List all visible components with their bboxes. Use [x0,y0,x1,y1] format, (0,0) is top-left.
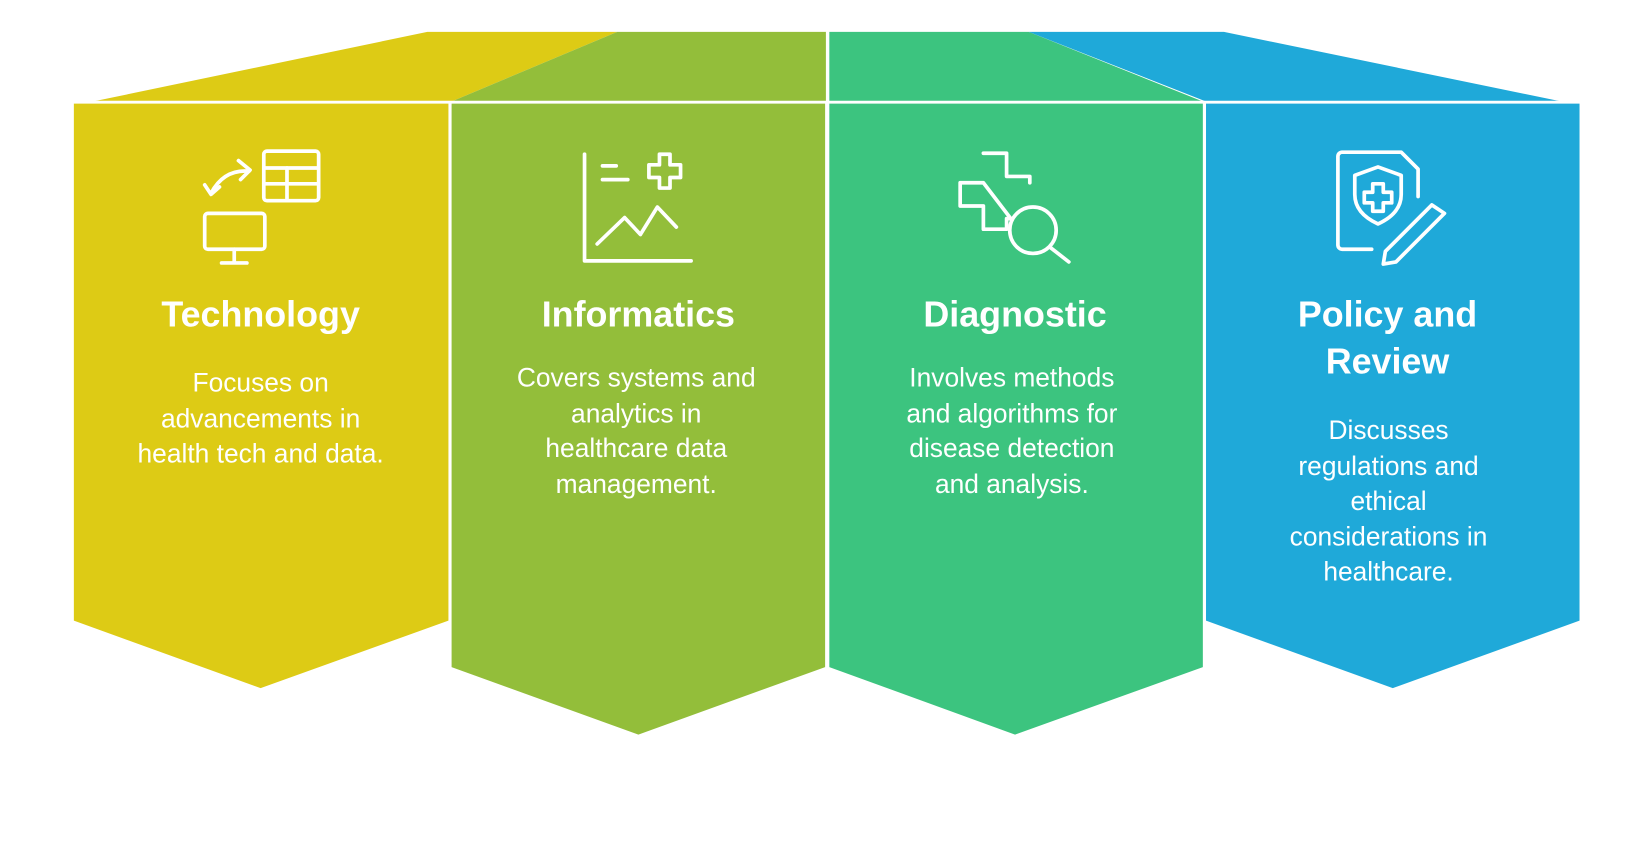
roof-informatics [451,31,827,102]
column-title: Policy and [1298,294,1477,334]
column-informatics [451,103,826,735]
column-policy [1206,103,1580,689]
column-description: and analysis. [935,469,1089,499]
column-technology [73,103,449,689]
column-description: Covers systems and [517,362,756,392]
column-diagnostic [829,103,1203,735]
column-description: advancements in [161,404,360,434]
column-description: Involves methods [909,362,1114,392]
column-description: considerations in [1290,522,1488,552]
medical-search-icon [958,151,1071,264]
column-title: Review [1326,342,1450,382]
roof-technology [92,31,618,102]
computer-data-sync-icon [202,149,321,265]
column-description: healthcare. [1323,557,1453,587]
column-description: ethical [1350,486,1426,516]
column-title: Technology [161,294,360,334]
column-description: disease detection [909,433,1114,463]
column-description: Focuses on [192,368,328,398]
column-description: healthcare data [545,433,727,463]
column-description: Discusses [1328,415,1448,445]
roof-policy [1028,31,1562,102]
column-description: regulations and [1298,451,1478,481]
roof-diagnostic [829,31,1203,102]
chart-medical-icon [582,152,693,263]
policy-document-edit-icon [1336,150,1447,266]
column-description: analytics in [571,398,701,428]
column-description: and algorithms for [906,398,1117,428]
column-description: health tech and data. [138,438,384,468]
column-title: Informatics [542,294,735,334]
column-title: Diagnostic [923,294,1106,334]
column-description: management. [556,469,717,499]
